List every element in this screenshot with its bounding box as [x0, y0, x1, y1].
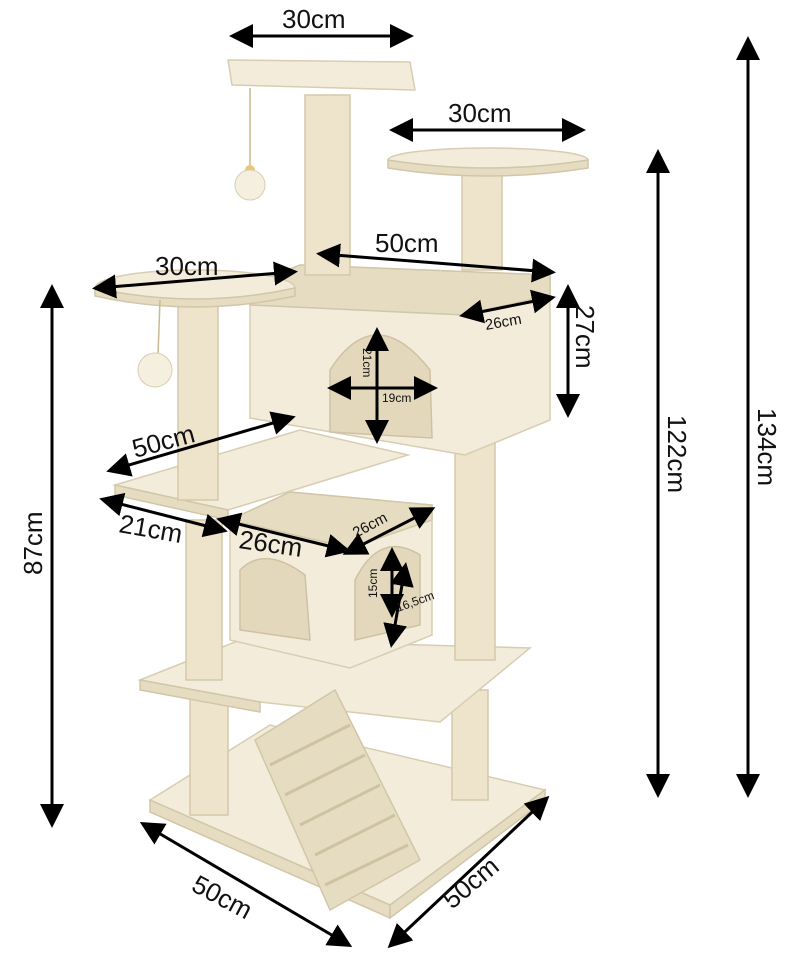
label-upper-box-depth: 26cm [484, 311, 523, 334]
left-post [177, 299, 219, 501]
label-upper-hole-width: 19cm [382, 391, 411, 405]
top-platform [227, 59, 416, 91]
label-left-platform-width: 30cm [155, 251, 219, 281]
label-upper-right-platform-width: 30cm [448, 98, 512, 128]
label-total-height: 134cm [752, 408, 782, 486]
tall-post-right [454, 429, 496, 661]
cat-tree [94, 59, 589, 920]
pom-toy-left [137, 352, 173, 388]
upper-right-post [461, 164, 503, 271]
label-upper-box-width: 50cm [375, 228, 439, 258]
top-post [304, 94, 351, 276]
label-top-platform-width: 30cm [282, 4, 346, 34]
label-upper-box-height: 27cm [570, 305, 600, 369]
label-middle-shelf-depth: 21cm [117, 508, 185, 549]
label-lower-section-height: 87cm [18, 511, 48, 575]
label-right-height: 122cm [662, 415, 692, 493]
dimension-arrows [40, 24, 760, 949]
label-lower-hole-height: 15cm [366, 569, 380, 598]
base-post-left [189, 689, 229, 816]
label-base-width: 50cm [187, 869, 257, 925]
pom-toy-top [234, 169, 266, 201]
label-upper-hole-height: 21cm [360, 348, 374, 377]
